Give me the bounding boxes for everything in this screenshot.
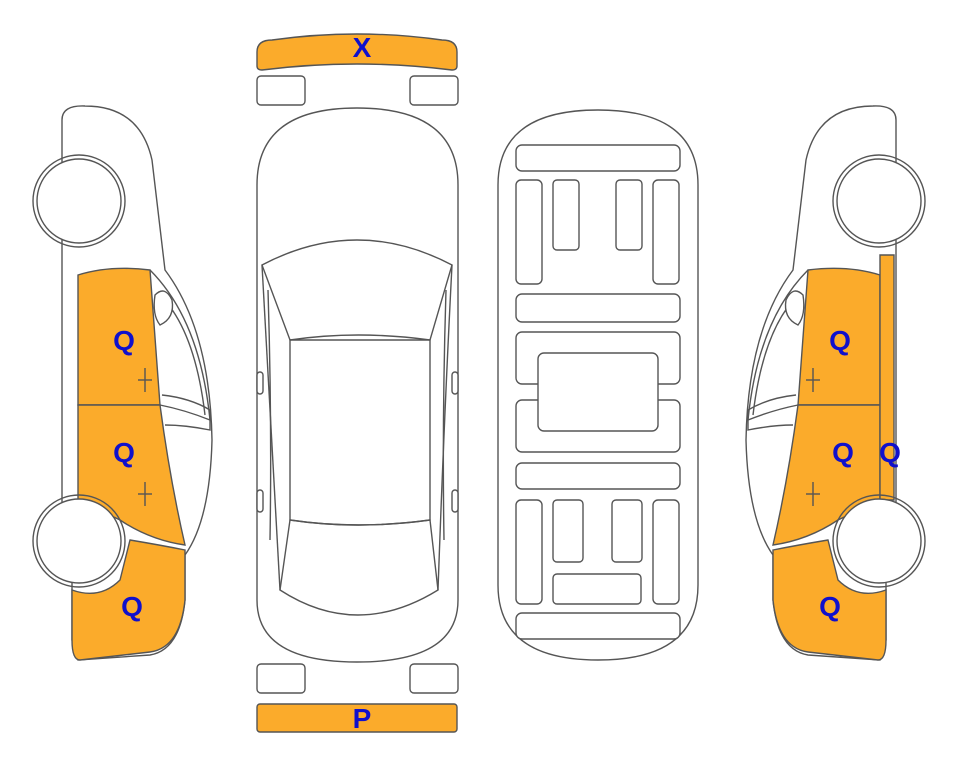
right-front-wheel	[836, 158, 922, 244]
right-handle	[451, 489, 459, 513]
left-mirror-side	[153, 290, 174, 326]
right-rear-wheel	[836, 498, 922, 584]
left-front-door-label: Q	[113, 325, 135, 356]
right-rear-quarter-label: Q	[819, 591, 841, 622]
underbody-part	[515, 144, 681, 172]
left-side-view: Q Q Q	[32, 105, 213, 661]
top-view-body	[256, 107, 459, 663]
right-mirror	[451, 371, 459, 395]
rear-left-light	[256, 663, 306, 694]
underbody-view	[497, 109, 699, 661]
left-rear-wheel-rim	[32, 494, 126, 588]
rear-bumper-label: P	[353, 703, 372, 734]
underbody-part	[515, 293, 681, 323]
front-right-light	[409, 75, 459, 106]
underbody-part	[652, 499, 680, 605]
windshield	[261, 239, 453, 341]
right-rear-door-label: Q	[832, 437, 854, 468]
rear-window	[279, 519, 439, 616]
underbody-part	[515, 179, 543, 285]
front-bumper-label: X	[353, 32, 372, 63]
left-rear-wheel	[36, 498, 122, 584]
left-front-door-panel[interactable]	[77, 267, 161, 406]
left-rear-door-label: Q	[113, 437, 135, 468]
right-rear-quarter-panel[interactable]	[772, 539, 887, 661]
right-seat	[747, 394, 797, 431]
left-window	[149, 269, 211, 422]
right-window	[747, 269, 809, 422]
rear-right-light	[409, 663, 459, 694]
underbody-part	[652, 179, 680, 285]
left-mirror	[256, 371, 264, 395]
left-rear-quarter-label: Q	[121, 591, 143, 622]
right-mirror-side	[784, 290, 805, 326]
underbody-part	[552, 179, 580, 251]
underbody-part	[515, 612, 681, 640]
underbody-part	[552, 573, 642, 605]
front-left-light	[256, 75, 306, 106]
underbody-part	[611, 499, 643, 563]
right-front-door-panel[interactable]	[797, 267, 881, 406]
rear-bumper-panel[interactable]	[256, 703, 458, 733]
right-rocker-label: Q	[879, 437, 901, 468]
left-front-wheel-rim	[32, 154, 126, 248]
underbody-part	[515, 499, 543, 605]
front-bumper-panel[interactable]	[256, 33, 458, 71]
underbody-part	[615, 179, 643, 251]
right-side-line	[437, 264, 453, 591]
underbody-part	[552, 499, 584, 563]
left-seat	[161, 394, 211, 431]
right-front-wheel-rim	[832, 154, 926, 248]
top-view	[256, 107, 459, 663]
underbody-part	[537, 352, 659, 432]
left-rear-quarter-panel[interactable]	[71, 539, 186, 661]
underbody-part	[515, 462, 681, 490]
right-side-inner	[442, 289, 447, 541]
left-front-wheel	[36, 158, 122, 244]
left-side-inner	[267, 289, 272, 541]
left-handle	[256, 489, 264, 513]
right-side-view	[745, 105, 926, 661]
right-front-door-label: Q	[829, 325, 851, 356]
right-rear-wheel-rim	[832, 494, 926, 588]
